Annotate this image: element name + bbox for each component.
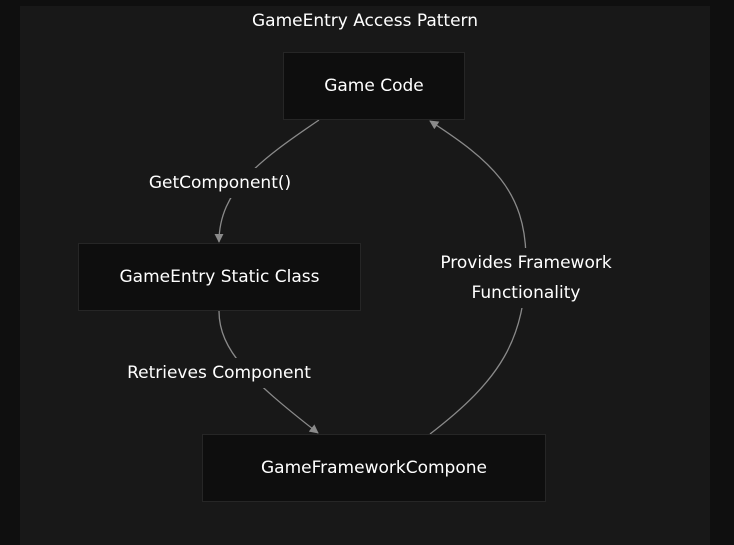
edge-label-provides-framework: Provides Framework Functionality bbox=[425, 248, 627, 308]
node-gameframework-component-label: GameFrameworkCompone bbox=[261, 458, 487, 478]
edge-label-provides-line2: Functionality bbox=[471, 283, 581, 303]
node-game-code-label: Game Code bbox=[324, 76, 424, 96]
node-game-code: Game Code bbox=[283, 52, 465, 120]
diagram-title: GameEntry Access Pattern bbox=[251, 11, 478, 31]
node-gameentry-static-class-label: GameEntry Static Class bbox=[119, 267, 320, 287]
edge-label-get-component: GetComponent() bbox=[130, 168, 310, 198]
edge-label-provides-line1: Provides Framework bbox=[440, 253, 612, 273]
node-gameentry-static-class: GameEntry Static Class bbox=[78, 243, 361, 311]
edge-label-retrieves-component: Retrieves Component bbox=[108, 358, 330, 388]
node-gameframework-component: GameFrameworkCompone bbox=[202, 434, 546, 502]
